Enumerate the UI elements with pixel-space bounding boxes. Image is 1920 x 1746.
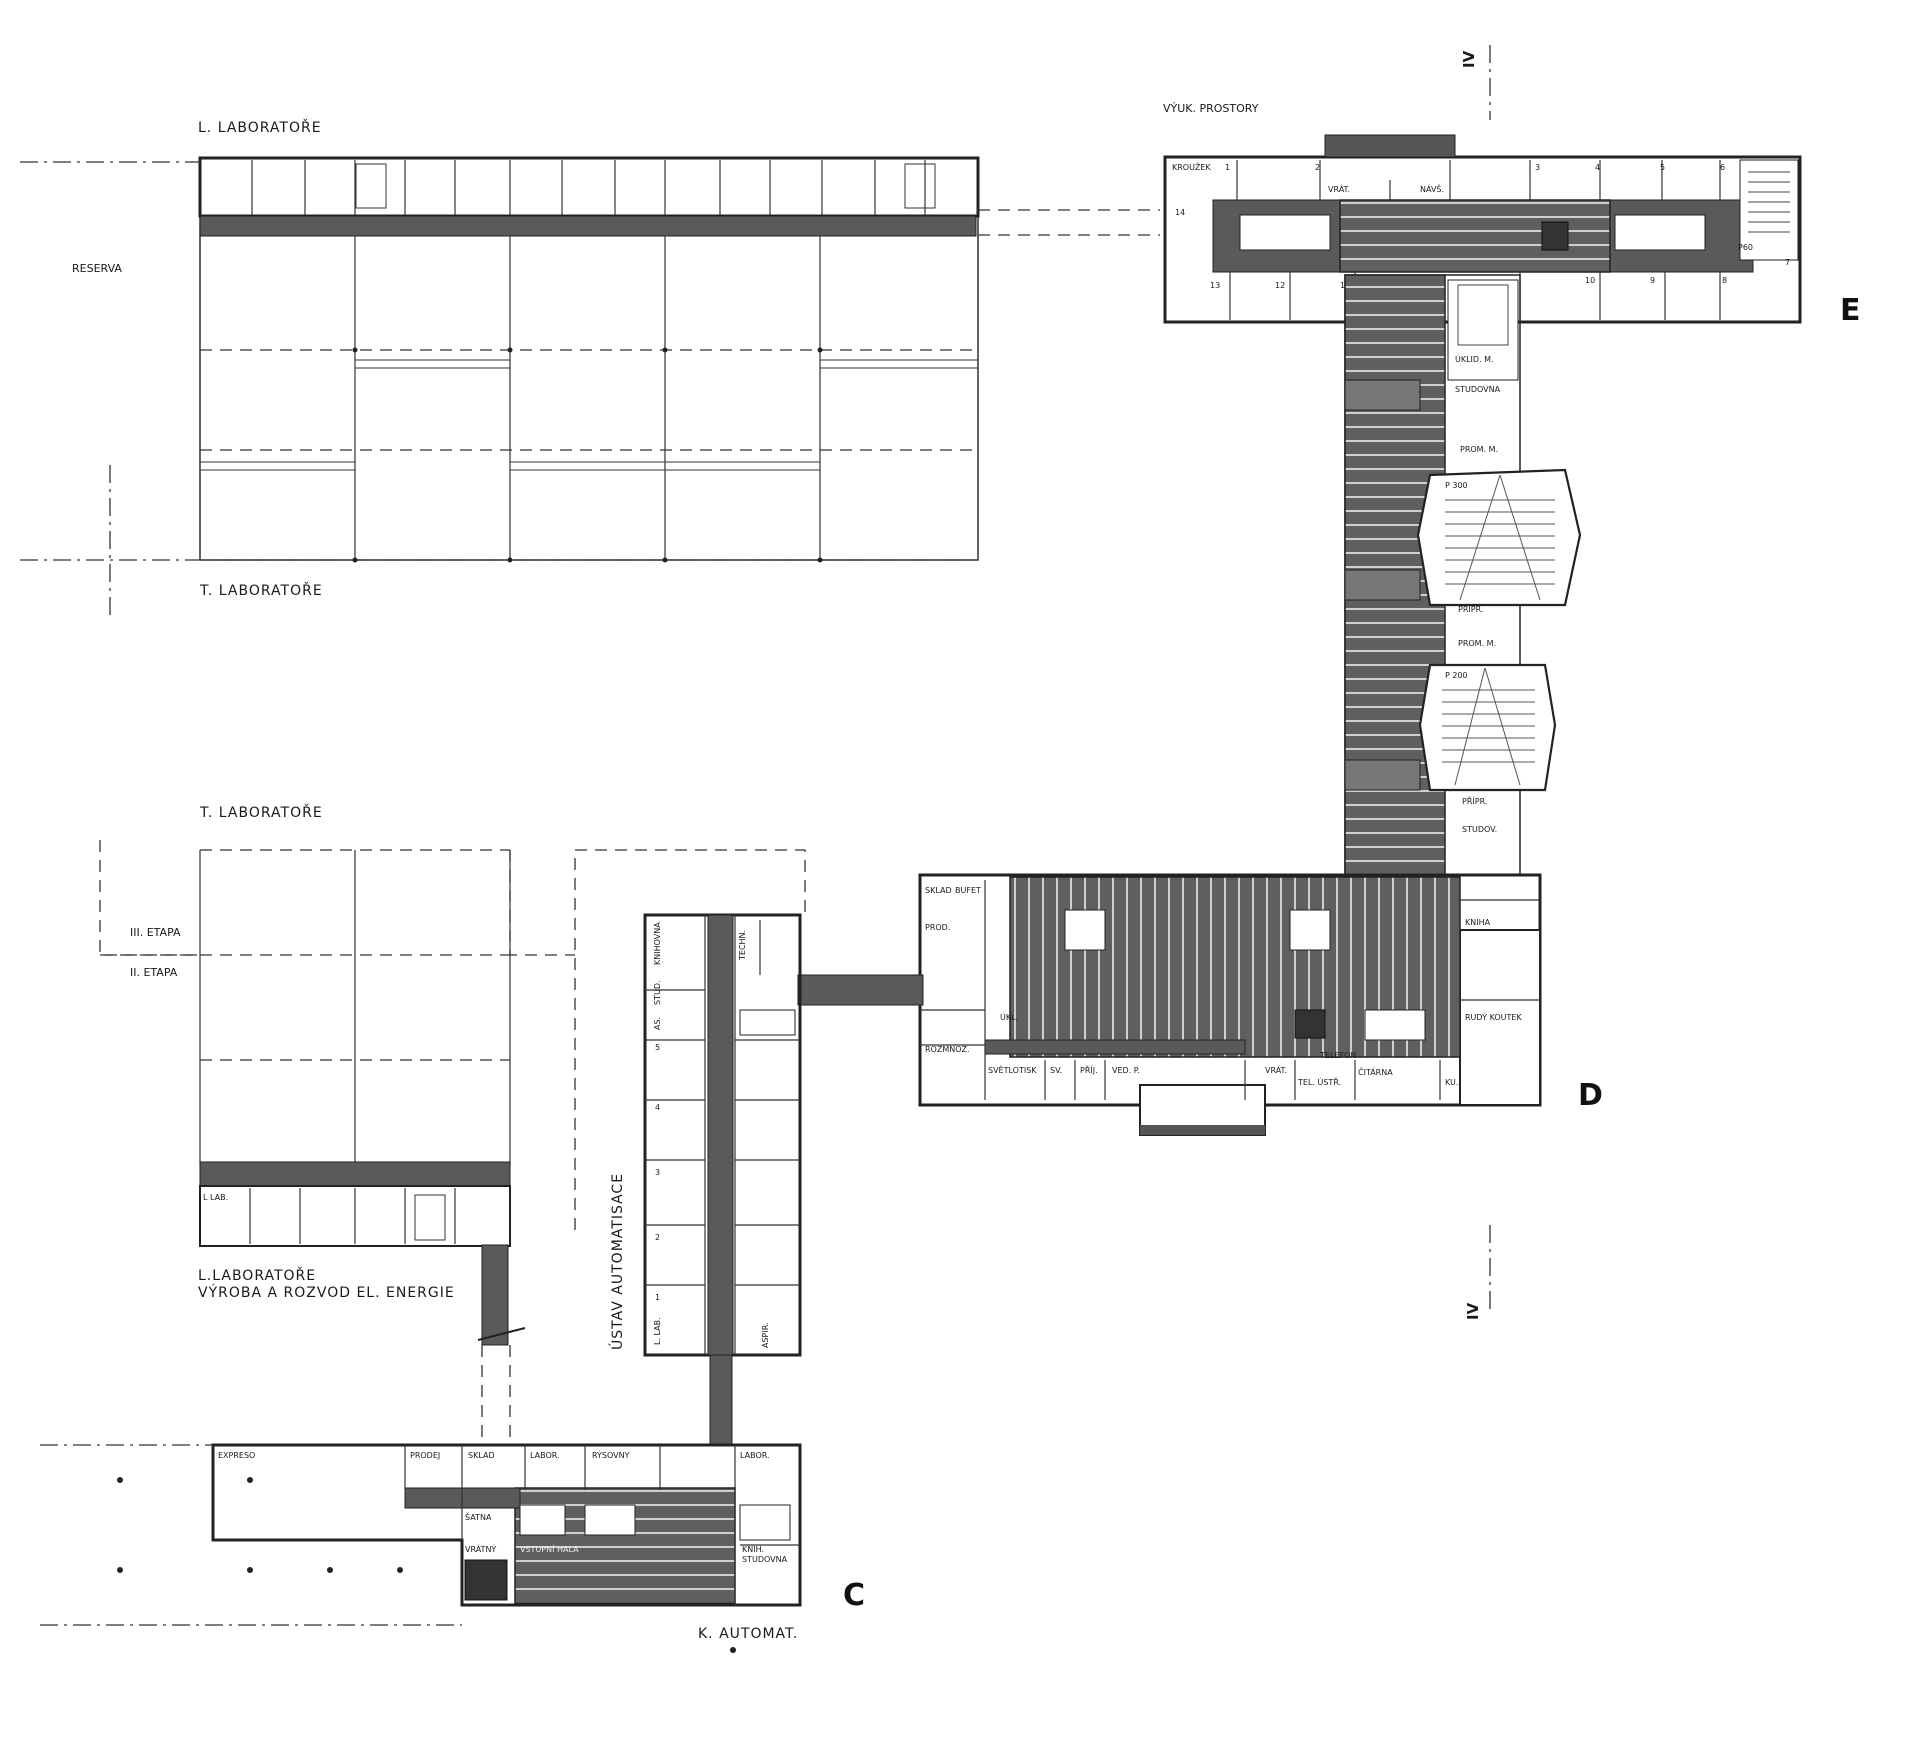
- label-vyuk-prostory: VÝUK. PROSTORY: [1163, 102, 1259, 115]
- wing-letter-e: E: [1840, 293, 1861, 328]
- num-e-6: 6: [1720, 163, 1725, 172]
- label-l-laboratore-top: L. LABORATOŘE: [198, 119, 322, 136]
- room-telefon: TELEFON: [1319, 1051, 1356, 1060]
- svg-text:4: 4: [655, 1103, 660, 1112]
- room-citarna: ČITÁRNA: [1358, 1066, 1393, 1077]
- room-knih: KNIH.: [742, 1545, 764, 1554]
- room-sklad-d: SKLAD: [925, 886, 952, 895]
- room-tel-ustr: TEL. ÚSTŘ.: [1297, 1076, 1341, 1087]
- wing-letter-d: D: [1578, 1078, 1603, 1113]
- label-l-laboratore-bottom: L.LABORATOŘE: [198, 1267, 316, 1284]
- room-techn: TECHN.: [738, 930, 747, 961]
- room-ukl: ÚKL.: [1000, 1011, 1018, 1022]
- num-e-4: 4: [1595, 163, 1600, 172]
- lab-block-middle: L LAB. T. LABORATOŘE III. ETAPA II. ETAP…: [99, 804, 575, 1440]
- room-rozmnoz: ROZMNOŽ.: [925, 1043, 970, 1054]
- room-krouzek: KROUŽEK: [1172, 161, 1211, 172]
- label-t-laboratore-top: T. LABORATOŘE: [199, 582, 323, 599]
- room-sv: SV.: [1050, 1066, 1062, 1075]
- num-e-3: 3: [1535, 163, 1540, 172]
- label-iii-etapa: III. ETAPA: [130, 926, 181, 939]
- svg-text:3: 3: [655, 1168, 660, 1177]
- num-e-12: 12: [1275, 281, 1285, 290]
- room-kniha: KNIHA: [1465, 918, 1491, 927]
- room-aspir: ASPIR.: [761, 1322, 770, 1348]
- svg-text:IV: IV: [1460, 50, 1478, 68]
- num-e-9: 9: [1650, 276, 1655, 285]
- room-prij: PŘÍJ.: [1080, 1064, 1098, 1075]
- wing-d: SKLAD BUFET PROD. ÚKL. ROZMNOŽ. SVĚTLOTI…: [918, 873, 1603, 1136]
- room-studovna-e: STUDOVNA: [1455, 385, 1501, 394]
- room-nave: NÁVŠ.: [1420, 183, 1444, 194]
- num-e-10: 10: [1585, 276, 1595, 285]
- room-prodej: PRODEJ: [410, 1451, 440, 1460]
- num-7: 7: [1785, 258, 1790, 267]
- room-prom-m-1: PROM. M.: [1460, 445, 1498, 454]
- room-p60: P60: [1738, 243, 1753, 252]
- room-rudy-koutek: RUDÝ KOUTEK: [1465, 1011, 1522, 1022]
- wing-e: VÝUK. PROSTORY KROUŽEK VRÁT. NÁVŠ. P60 1…: [1163, 102, 1861, 328]
- label-ii-etapa: II. ETAPA: [130, 966, 178, 979]
- wing-letter-c: C: [843, 1578, 865, 1613]
- num-e-13: 13: [1210, 281, 1220, 290]
- room-prod: PROD.: [925, 923, 950, 932]
- label-vyroba: VÝROBA A ROZVOD EL. ENERGIE: [198, 1284, 455, 1301]
- label-t-laboratore-mid: T. LABORATOŘE: [199, 804, 323, 821]
- connector-d-c: [797, 974, 924, 1006]
- room-l-lab-c: L. LAB.: [653, 1317, 662, 1345]
- lecture-hall-p300: P 300: [1416, 468, 1582, 607]
- label-k-automat: K. AUTOMAT.: [698, 1626, 798, 1642]
- room-stud: STUD.: [653, 980, 662, 1005]
- room-ku: KU.: [1445, 1078, 1458, 1087]
- room-labor-1: LABOR.: [530, 1451, 560, 1460]
- svg-text:2: 2: [655, 1233, 660, 1242]
- room-rysovny: RÝSOVNY: [592, 1449, 630, 1460]
- svg-text:IV: IV: [1464, 1302, 1482, 1320]
- room-p200: P 200: [1445, 671, 1468, 680]
- room-prom-m-2: PROM. M.: [1458, 639, 1496, 648]
- room-vrat-e: VRÁT.: [1328, 183, 1350, 194]
- section-mark-top: IV: [1460, 45, 1491, 120]
- room-knih-studovna: STUDOVNA: [742, 1555, 788, 1564]
- room-expreso: EXPRESO: [218, 1451, 255, 1460]
- num-e-2: 2: [1315, 163, 1320, 172]
- num-e-1: 1: [1225, 163, 1230, 172]
- room-bufet: BUFET: [955, 886, 981, 895]
- wing-ustav-automatisace: KNIHOVNA STUD. AS. TECHN. L. LAB. ASPIR.…: [608, 913, 802, 1357]
- room-l-lab-1: L LAB.: [203, 1193, 228, 1202]
- room-as: AS.: [653, 1017, 662, 1030]
- room-studov: STUDOV.: [1462, 825, 1497, 834]
- room-ved: VED. P.: [1112, 1066, 1140, 1075]
- room-knihovna: KNIHOVNA: [653, 922, 662, 965]
- room-labor-2: LABOR.: [740, 1451, 770, 1460]
- room-uklid: ÚKLID. M.: [1455, 353, 1494, 364]
- lab-block-top: L. LABORATOŘE RESERVA T. LABORATOŘE: [20, 119, 980, 615]
- num-14: 14: [1175, 208, 1185, 217]
- svg-text:5: 5: [655, 1043, 660, 1052]
- room-vstupni-hala: VSTUPNÍ HALA: [520, 1543, 579, 1554]
- label-ustav-automatisace: ÚSTAV AUTOMATISACE: [608, 1173, 626, 1350]
- wing-c: EXPRESO PRODEJ SKLAD LABOR. RÝSOVNY LABO…: [40, 1443, 865, 1653]
- room-pripr-1: PŘÍPR.: [1458, 603, 1483, 614]
- section-mark-bottom: IV: [1464, 1225, 1491, 1320]
- room-vratny: VRÁTNÝ: [465, 1543, 496, 1554]
- room-vrat-d: VRÁT.: [1265, 1064, 1287, 1075]
- label-reserva: RESERVA: [72, 262, 122, 275]
- room-pripr-2: PŘÍPR.: [1462, 795, 1487, 806]
- lecture-hall-p200: P 200: [1418, 663, 1557, 792]
- num-e-5: 5: [1660, 163, 1665, 172]
- room-satna: ŠATNA: [465, 1511, 492, 1522]
- svg-text:1: 1: [655, 1293, 660, 1302]
- room-sklad-c: SKLAD: [468, 1451, 495, 1460]
- num-e-8: 8: [1722, 276, 1727, 285]
- room-p300: P 300: [1445, 481, 1468, 490]
- room-svetlotisk: SVĚTLOTISK: [988, 1064, 1037, 1075]
